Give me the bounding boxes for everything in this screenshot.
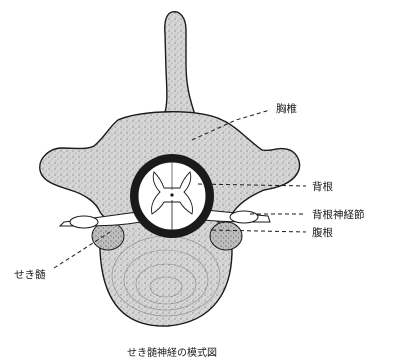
spinous-process [164, 12, 196, 118]
label-spinal-cord: せき髄 [14, 268, 46, 281]
label-thoracic-vertebra: 胸椎 [276, 102, 297, 115]
right-pedicle [210, 222, 242, 250]
spinal-canal [130, 154, 214, 238]
label-dorsal-root: 背根 [312, 180, 333, 193]
canal-dot [137, 207, 140, 210]
right-ganglion [230, 211, 258, 223]
central-canal [170, 193, 173, 196]
label-ventral-root: 腹根 [312, 226, 333, 239]
label-dorsal-root-ganglion: 背根神経節 [312, 208, 365, 221]
figure-caption: せき髄神経の模式図 [127, 346, 217, 359]
canal-dot [205, 207, 208, 210]
left-ganglion [70, 216, 98, 228]
